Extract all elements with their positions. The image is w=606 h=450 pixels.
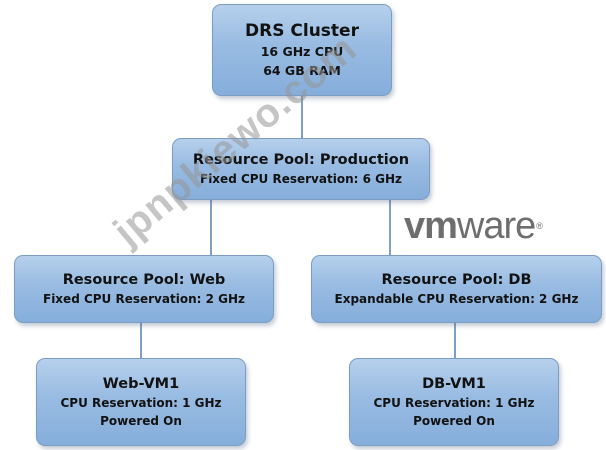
- web-vm1-reservation: CPU Reservation: 1 GHz: [60, 395, 222, 410]
- web-vm1-title: Web-VM1: [102, 375, 180, 392]
- resource-pool-production-reservation: Fixed CPU Reservation: 6 GHz: [200, 171, 402, 186]
- db-vm1-title: DB-VM1: [422, 375, 486, 392]
- vmware-logo-vm: vm: [404, 205, 458, 247]
- resource-pool-production-box: Resource Pool: Production Fixed CPU Rese…: [172, 138, 430, 200]
- resource-pool-db-title: Resource Pool: DB: [381, 271, 532, 288]
- drs-cluster-title: DRS Cluster: [245, 21, 359, 41]
- resource-pool-web-reservation: Fixed CPU Reservation: 2 GHz: [43, 291, 245, 306]
- drs-cluster-cpu: 16 GHz CPU: [260, 44, 344, 59]
- db-vm1-reservation: CPU Reservation: 1 GHz: [373, 395, 535, 410]
- vmware-logo-ware: ware: [456, 205, 536, 247]
- drs-cluster-box: DRS Cluster 16 GHz CPU 64 GB RAM: [212, 4, 392, 96]
- registered-mark: ®: [536, 221, 543, 231]
- web-vm1-state: Powered On: [100, 413, 182, 428]
- vmware-logo: vmware®: [404, 206, 543, 246]
- drs-cluster-ram: 64 GB RAM: [263, 63, 341, 78]
- web-vm1-box: Web-VM1 CPU Reservation: 1 GHz Powered O…: [36, 358, 246, 446]
- resource-pool-production-title: Resource Pool: Production: [192, 151, 410, 168]
- resource-pool-db-box: Resource Pool: DB Expandable CPU Reserva…: [311, 255, 602, 323]
- resource-pool-db-reservation: Expandable CPU Reservation: 2 GHz: [334, 291, 579, 306]
- resource-pool-web-box: Resource Pool: Web Fixed CPU Reservation…: [14, 255, 274, 323]
- resource-pool-web-title: Resource Pool: Web: [62, 271, 226, 288]
- db-vm1-state: Powered On: [413, 413, 495, 428]
- db-vm1-box: DB-VM1 CPU Reservation: 1 GHz Powered On: [349, 358, 559, 446]
